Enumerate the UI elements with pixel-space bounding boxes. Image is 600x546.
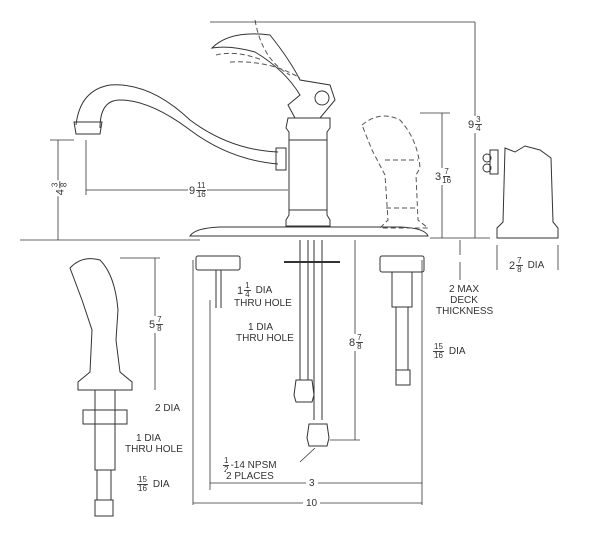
dim-inner-spacing: 3: [306, 478, 318, 489]
dim-overall-spacing: 10: [303, 498, 321, 509]
dim-sprayer-hole: 1 DIA: [136, 433, 162, 444]
side-view: [482, 145, 559, 239]
dim-deck-thickness: 2 MAX DECK THICKNESS: [436, 284, 494, 317]
spout: [73, 84, 287, 171]
handle: [210, 19, 336, 119]
faucet-body: [189, 117, 429, 237]
sprayer-hole-line2: THRU HOLE: [125, 444, 183, 455]
npsm-line2: 2 PLACES: [226, 471, 274, 482]
side-hole-line2: THRU HOLE: [236, 333, 294, 344]
dim-sprayer-nut-dia: 2 DIA: [155, 403, 181, 414]
sprayer-phantom: [361, 115, 430, 229]
shanks: [195, 240, 425, 447]
dim-side-hole: 1 DIA: [248, 322, 274, 333]
main-hole-line2: THRU HOLE: [234, 298, 292, 309]
dimension-lines: [20, 21, 559, 505]
lower-sprayer: [69, 258, 133, 517]
